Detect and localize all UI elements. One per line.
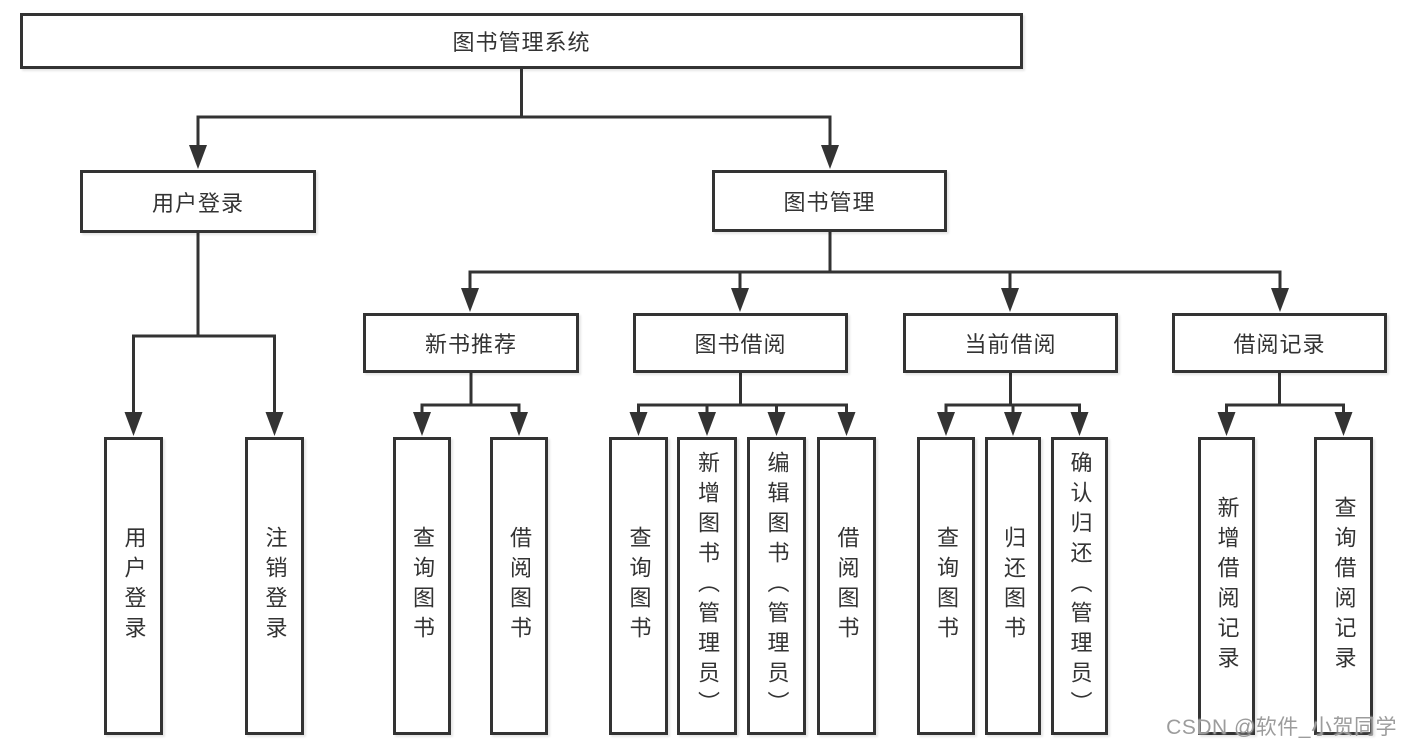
tree-wires <box>132 68 1345 415</box>
leaf-current-query-books-label: 查询图书 <box>934 526 959 646</box>
arrowhead <box>937 412 955 436</box>
node-user-login: 用户登录 <box>80 170 316 233</box>
leaf-borrowing-add-books-admin: 新增图书（管理员） <box>677 437 737 735</box>
leaf-current-confirm-return-admin: 确认归还（管理员） <box>1051 437 1108 735</box>
arrowhead <box>1004 412 1022 436</box>
leaf-borrowing-borrow-books-label: 借阅图书 <box>834 526 860 646</box>
node-book-borrowing: 图书借阅 <box>633 313 848 373</box>
arrowhead <box>731 288 749 312</box>
arrowhead <box>1001 288 1019 312</box>
node-library-management-system: 图书管理系统 <box>20 13 1023 69</box>
arrowhead <box>821 145 839 169</box>
leaf-current-return-books: 归还图书 <box>985 437 1041 735</box>
leaf-newbook-borrow-books: 借阅图书 <box>490 437 548 735</box>
leaf-records-query-borrow-record: 查询借阅记录 <box>1314 437 1373 735</box>
arrowhead <box>265 412 284 436</box>
arrowhead <box>461 288 479 312</box>
node-borrowing-records: 借阅记录 <box>1172 313 1387 373</box>
arrowhead <box>837 412 856 436</box>
arrowhead <box>189 145 207 169</box>
leaf-borrowing-borrow-books: 借阅图书 <box>817 437 876 735</box>
arrowhead <box>1217 412 1236 436</box>
arrowhead <box>698 412 716 436</box>
arrowhead <box>1334 412 1353 436</box>
leaf-newbook-borrow-books-label: 借阅图书 <box>507 526 532 646</box>
arrowhead <box>124 412 143 436</box>
arrowhead <box>413 412 431 436</box>
arrowhead <box>510 412 528 436</box>
leaf-records-add-borrow-record: 新增借阅记录 <box>1198 437 1255 735</box>
arrowhead <box>767 412 786 436</box>
arrowhead <box>629 412 648 436</box>
leaf-newbook-query-books-label: 查询图书 <box>410 526 435 646</box>
leaf-current-confirm-return-admin-label: 确认归还（管理员） <box>1067 451 1093 721</box>
node-book-management: 图书管理 <box>712 170 947 232</box>
node-new-book-recommendation: 新书推荐 <box>363 313 579 373</box>
arrowhead <box>1070 412 1089 436</box>
node-current-borrowing: 当前借阅 <box>903 313 1118 373</box>
leaf-borrowing-query-books-label: 查询图书 <box>626 526 652 646</box>
leaf-borrowing-edit-books-admin-label: 编辑图书（管理员） <box>764 451 790 721</box>
leaf-user-login-label: 用户登录 <box>121 526 147 646</box>
leaf-borrowing-edit-books-admin: 编辑图书（管理员） <box>747 437 806 735</box>
leaf-logout-login: 注销登录 <box>245 437 304 735</box>
leaf-borrowing-query-books: 查询图书 <box>609 437 668 735</box>
arrowhead <box>1271 288 1289 312</box>
leaf-current-return-books-label: 归还图书 <box>1001 526 1026 646</box>
leaf-records-add-borrow-record-label: 新增借阅记录 <box>1214 496 1240 676</box>
leaf-newbook-query-books: 查询图书 <box>393 437 451 735</box>
csdn-watermark: CSDN @软件_小贺同学 <box>1166 716 1397 739</box>
leaf-logout-login-label: 注销登录 <box>262 526 288 646</box>
leaf-user-login: 用户登录 <box>104 437 163 735</box>
leaf-records-query-borrow-record-label: 查询借阅记录 <box>1331 496 1357 676</box>
leaf-borrowing-add-books-admin-label: 新增图书（管理员） <box>695 451 720 721</box>
leaf-current-query-books: 查询图书 <box>917 437 975 735</box>
